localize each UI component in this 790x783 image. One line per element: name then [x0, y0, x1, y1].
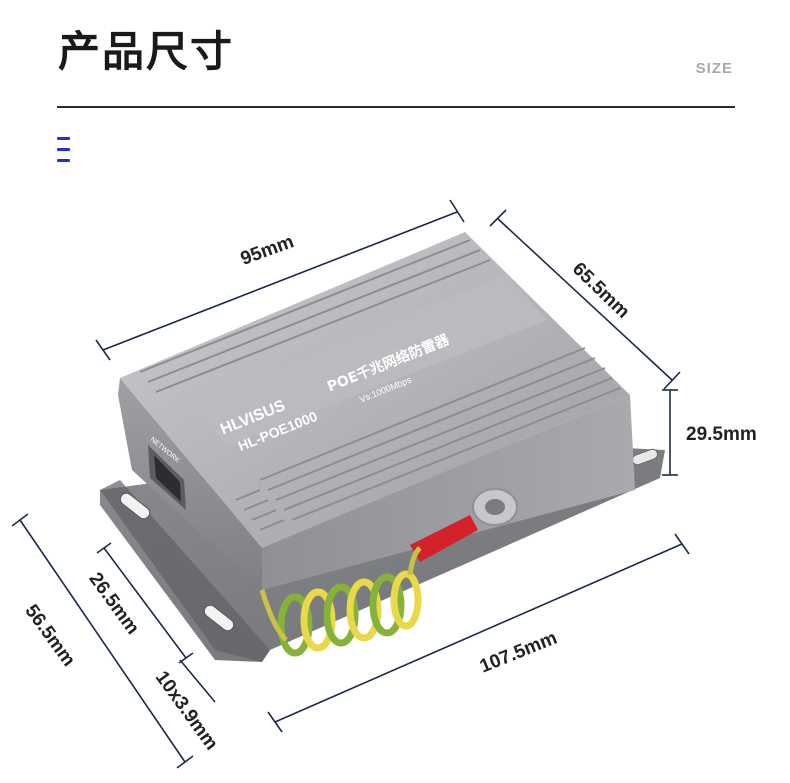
ground-wire [259, 546, 422, 657]
dim-line-base-width [19, 519, 186, 763]
dim-line-width [102, 211, 458, 351]
label-band [185, 275, 548, 445]
header-divider [57, 106, 735, 108]
dim-line-depth [496, 217, 673, 381]
housing-front-face [118, 378, 262, 590]
ground-terminal [410, 488, 518, 562]
heatsink-fins [139, 239, 621, 531]
mounting-slot [119, 492, 151, 520]
dim-line-base-length [274, 543, 683, 723]
dim-label-height: 29.5mm [686, 424, 757, 445]
menu-icon [57, 136, 71, 166]
mounting-slot [203, 604, 235, 632]
page-subtitle: SIZE [695, 60, 733, 77]
dimension-lines [11, 199, 690, 769]
housing-side-face [262, 395, 635, 590]
dim-line-hole-size [179, 659, 216, 703]
dim-line-hole-spacing [103, 547, 187, 659]
page-title: 产品尺寸 [58, 27, 235, 76]
